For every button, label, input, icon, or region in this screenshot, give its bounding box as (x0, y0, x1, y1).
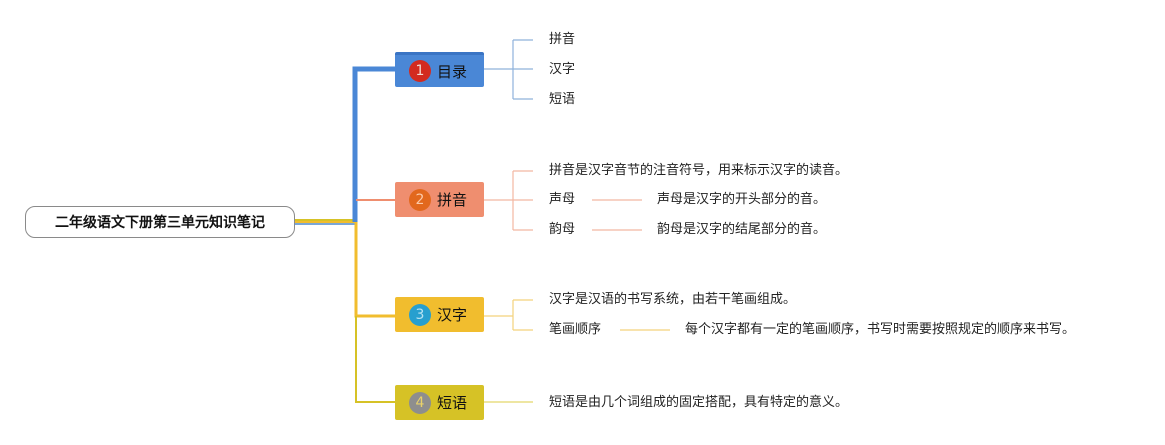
topic-label: 目录 (437, 62, 468, 81)
subtopic-phrases[interactable]: 短语 (549, 92, 576, 107)
subtopic-finals[interactable]: 韵母 (549, 222, 576, 237)
topic-contents[interactable]: 1 目录 (395, 52, 484, 87)
central-topic-label: 二年级语文下册第三单元知识笔记 (55, 215, 265, 231)
topic-label: 汉字 (437, 306, 468, 324)
number-badge-4: 4 (409, 391, 431, 414)
subtopic-initials[interactable]: 声母 (549, 192, 576, 207)
number-badge-3: 3 (409, 303, 431, 326)
detail-initials[interactable]: 声母是汉字的开头部分的音。 (657, 192, 827, 207)
subtopic-stroke-order[interactable]: 笔画顺序 (549, 322, 602, 337)
topic-label: 短语 (437, 394, 468, 412)
topic-label: 拼音 (437, 191, 468, 209)
number-badge-1: 1 (409, 60, 431, 82)
central-topic[interactable]: 二年级语文下册第三单元知识笔记 (25, 206, 295, 238)
topic-phrases[interactable]: 4 短语 (395, 385, 484, 420)
topic-pinyin[interactable]: 2 拼音 (395, 182, 484, 217)
number-badge-2: 2 (409, 188, 431, 211)
detail-finals[interactable]: 韵母是汉字的结尾部分的音。 (657, 222, 827, 237)
topic-hanzi[interactable]: 3 汉字 (395, 297, 484, 332)
subtopic-hanzi[interactable]: 汉字 (549, 62, 576, 77)
subtopic-pinyin[interactable]: 拼音 (549, 32, 576, 47)
subtopic-hanzi-definition[interactable]: 汉字是汉语的书写系统，由若干笔画组成。 (549, 292, 797, 307)
detail-stroke-order[interactable]: 每个汉字都有一定的笔画顺序，书写时需要按照规定的顺序来书写。 (685, 322, 1076, 337)
subtopic-pinyin-definition[interactable]: 拼音是汉字音节的注音符号，用来标示汉字的读音。 (549, 163, 849, 178)
subtopic-phrase-definition[interactable]: 短语是由几个词组成的固定搭配，具有特定的意义。 (549, 395, 849, 410)
